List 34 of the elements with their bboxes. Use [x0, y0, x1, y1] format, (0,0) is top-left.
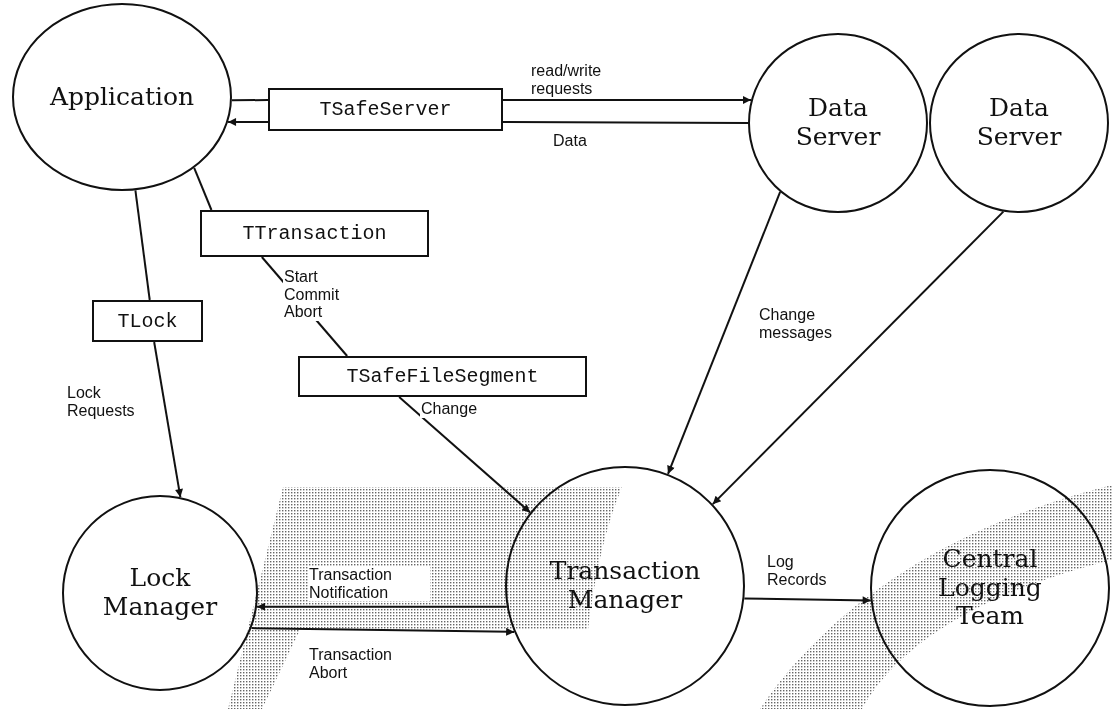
- process-circle: [12, 3, 232, 191]
- node-label: Transaction Manager: [548, 557, 702, 615]
- process-circle: [870, 469, 1110, 707]
- node-label: Data Server: [975, 94, 1063, 152]
- arrow: [227, 117, 269, 126]
- class-box: [298, 356, 587, 397]
- class-name: TLock: [117, 309, 178, 333]
- arrow: [153, 341, 183, 499]
- class-box: [268, 88, 503, 131]
- class-box: [200, 210, 429, 257]
- edge-label: Transaction Notification: [308, 566, 430, 602]
- arrow: [711, 210, 1005, 506]
- arrow: [502, 96, 752, 104]
- process-circle: [505, 466, 745, 706]
- node-label: Application: [48, 82, 196, 112]
- class-name: TSafeServer: [319, 98, 452, 121]
- node-label: Data Server: [794, 94, 882, 152]
- process-circle: [929, 33, 1109, 213]
- arrow: [250, 627, 516, 636]
- connector-line: [230, 99, 269, 102]
- process-circle: [62, 495, 258, 691]
- class-box: [92, 300, 203, 342]
- node-label: Central Logging Team: [937, 544, 1043, 632]
- arrow: [398, 396, 532, 514]
- node-label: Lock Manager: [101, 564, 219, 622]
- connector-line: [193, 166, 213, 211]
- class-name: TTransaction: [242, 222, 387, 245]
- arrow: [256, 602, 508, 611]
- connector-line: [502, 120, 749, 124]
- process-circle: [748, 33, 928, 213]
- arrow: [667, 190, 782, 475]
- class-name: TSafeFileSegment: [346, 365, 539, 388]
- arrow: [743, 596, 872, 605]
- connector-line: [134, 189, 151, 301]
